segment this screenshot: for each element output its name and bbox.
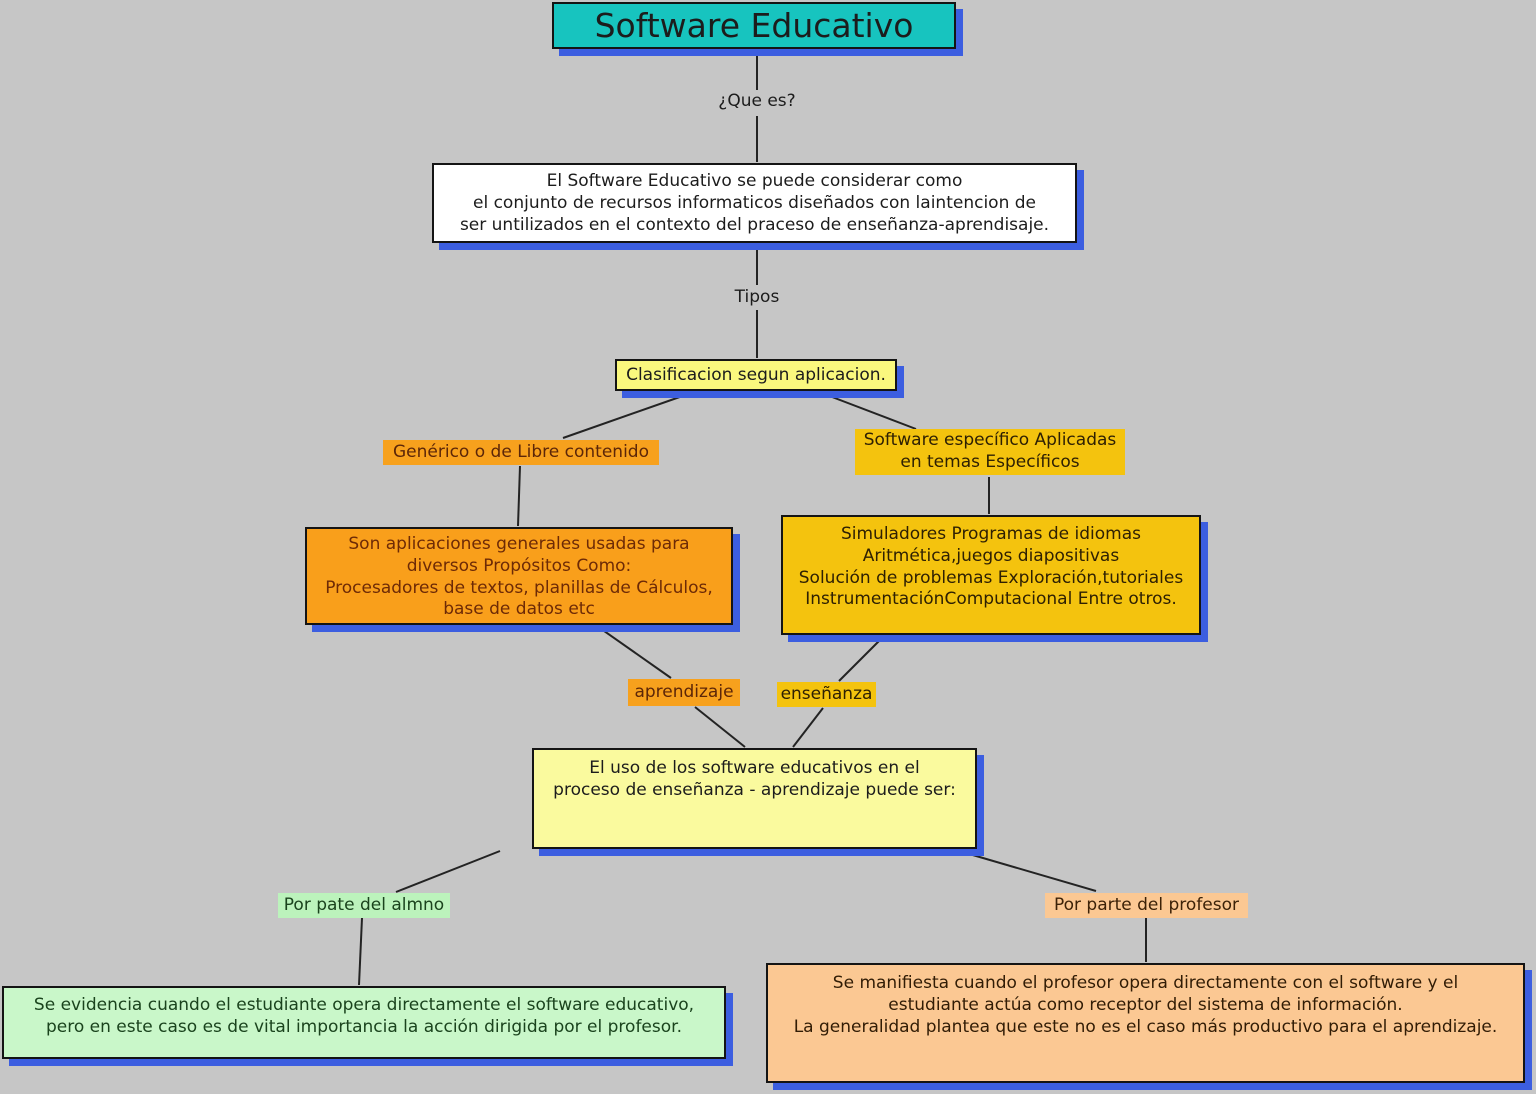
title-node[interactable]: Software Educativo [552, 2, 956, 49]
por-profesor-label-node[interactable]: Por parte del profesor [1045, 893, 1248, 918]
definition-node[interactable]: El Software Educativo se puede considera… [432, 163, 1077, 243]
clasificacion-node[interactable]: Clasificacion segun aplicacion. [615, 359, 897, 391]
generico-label-node[interactable]: Genérico o de Libre contenido [383, 440, 659, 465]
generico-description-node[interactable]: Son aplicaciones generales usadas para d… [305, 527, 733, 625]
profesor-description-node[interactable]: Se manifiesta cuando el profesor opera d… [766, 963, 1525, 1083]
alumno-description-node[interactable]: Se evidencia cuando el estudiante opera … [2, 986, 726, 1059]
ensenanza-label-node[interactable]: enseñanza [777, 682, 876, 707]
linking-phrase-que-es[interactable]: ¿Que es? [718, 91, 796, 111]
por-alumno-label-node[interactable]: Por pate del almno [278, 893, 450, 918]
linking-phrase-tipos[interactable]: Tipos [734, 287, 780, 307]
especifico-label-node[interactable]: Software específico Aplicadas en temas E… [855, 429, 1125, 475]
uso-node[interactable]: El uso de los software educativos en el … [532, 748, 977, 849]
aprendizaje-label-node[interactable]: aprendizaje [628, 679, 740, 706]
especifico-description-node[interactable]: Simuladores Programas de idiomas Aritmét… [781, 515, 1201, 635]
